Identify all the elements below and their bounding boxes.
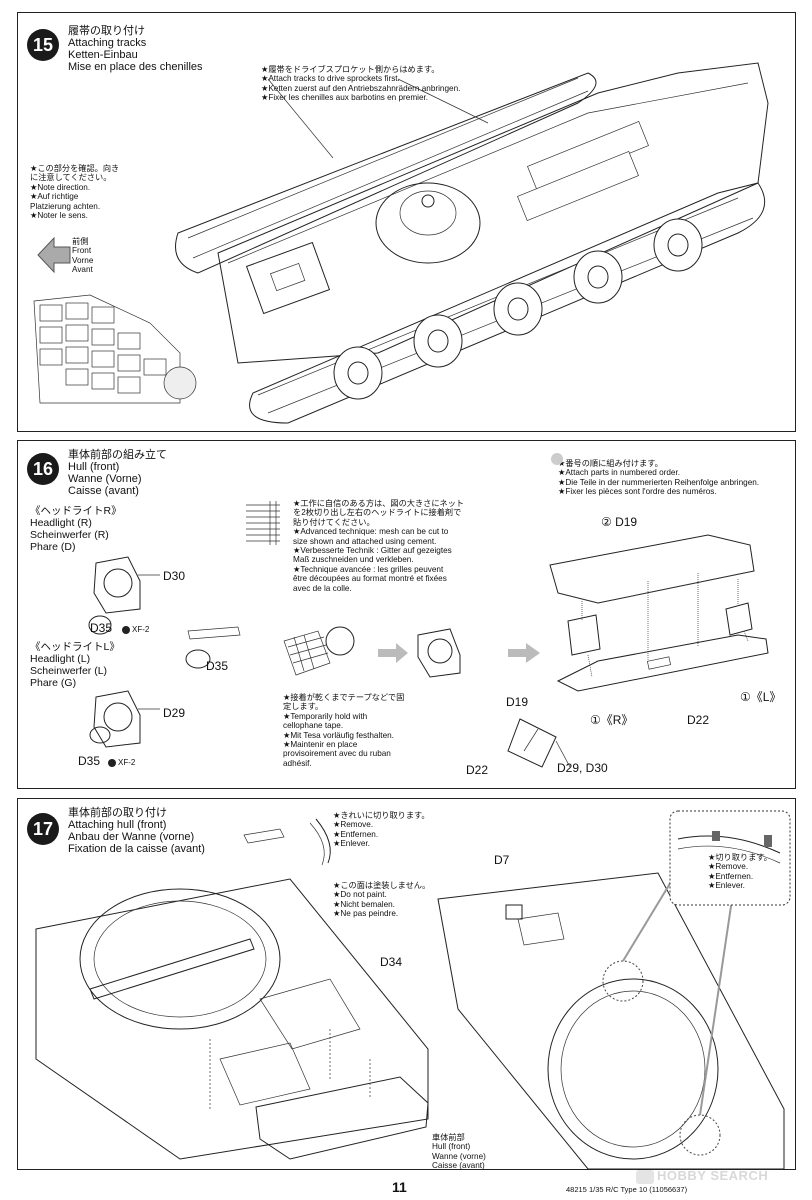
step-number: 15 [27,29,59,61]
watermark: HOBBY SEARCH [636,1168,768,1184]
headlight-l-label: 《ヘッドライトL》 Headlight (L) Scheinwerfer (L)… [30,641,120,689]
upper-track [175,72,597,274]
step-17-panel: 17 車体前部の取り付け Attaching hull (front) Anba… [17,798,796,1170]
do-not-paint-note: ★この面は塗装しません。 ★Do not paint. ★Nicht bemal… [333,881,431,919]
step-title: 履帯の取り付け Attaching tracks Ketten-Einbau M… [68,25,203,73]
part-d30-label: D30 [163,569,186,583]
part-d29-d30-label: D29, D30 [557,761,608,775]
part-d22-label: D22 [687,713,710,727]
headlight-r-illustration [88,556,160,635]
track-detail-illustration [33,294,197,404]
paint-drop-icon [108,759,116,767]
part-r-order-label: ①《R》 [590,713,634,727]
watermark-logo-icon [636,1169,654,1184]
paint-code-top: XF-2 [132,625,150,634]
part-d19-order-label: ② D19 [601,515,638,529]
numbered-order-note: ★番号の順に組み付けます。 ★Attach parts in numbered … [558,459,760,497]
part-d29-label: D29 [163,706,186,720]
part-d34-label: D34 [380,955,403,969]
paint-drop-icon [122,626,130,634]
trim-detail-illustration [243,818,331,866]
product-code: 48215 1/35 R/C Type 10 (11056637) [566,1185,688,1194]
remove-note: ★きれいに切り取ります。 ★Remove. ★Entfernen. ★Enlev… [333,811,430,849]
step-title: 車体前部の取り付け Attaching hull (front) Anbau d… [68,807,205,855]
part-l-order-label: ①《L》 [740,690,782,704]
headlight-l-illustration [89,690,160,748]
step-15-panel: 15 履帯の取り付け Attaching tracks Ketten-Einba… [17,12,796,432]
part-d19-small-label: D19 [506,695,529,709]
part-d35-bot-label: D35 [78,754,101,768]
direction-note: ★この部分を確認。向き に注意してください。 ★Note direction. … [30,164,120,221]
hull-underside-illustration [437,828,785,1170]
cut-note: ★切り取ります。 ★Remove. ★Entfernen. ★Enlever. [708,853,772,891]
hull-front-assembly-illustration [549,534,769,692]
tape-note: ★接着が乾くまでテープなどで固 定します。 ★Temporarily hold … [283,693,405,768]
info-bubble-icon [551,453,563,465]
hull-turret-ring-illustration [35,878,429,1160]
paint-code-bot: XF-2 [118,758,136,767]
part-d22-small-label: D22 [466,763,489,777]
hull-front-label: 車体前部 Hull (front) Wanne (vorne) Caisse (… [432,1133,486,1171]
drive-sprocket-note: ★履帯をドライブスプロケット側からはめます。 ★Attach tracks to… [261,65,461,103]
headlight-r-label: 《ヘッドライトR》 Headlight (R) Scheinwerfer (R)… [30,505,122,553]
mesh-template-illustration [246,501,280,545]
step-number: 17 [27,813,59,845]
step-number: 16 [27,453,59,485]
part-d35-mid-label: D35 [206,659,229,673]
cut-detail-inset [669,810,791,906]
step-title: 車体前部の組み立て Hull (front) Wanne (Vorne) Cai… [68,449,167,497]
front-label: 前側 Front Vorne Avant [72,237,94,275]
clear-lens-illustration [185,626,241,669]
battery-packs [517,121,649,221]
turret-gear [375,182,481,264]
part-d7-label: D7 [494,853,510,867]
road-wheels [333,218,703,400]
step-16-panel: 16 車体前部の組み立て Hull (front) Wanne (Vorne) … [17,440,796,789]
page-number: 11 [392,1179,407,1195]
front-arrow-icon [37,236,71,274]
chassis-track-illustration [175,62,769,424]
advanced-technique-note: ★工作に自信のある方は、図の大きさにネット を2枚切り出し左右のヘッドライトに接… [293,499,465,593]
bracket-detail-illustration [507,718,571,768]
mesh-application-illustration [283,626,540,678]
part-d35-top-label: D35 [90,621,113,635]
